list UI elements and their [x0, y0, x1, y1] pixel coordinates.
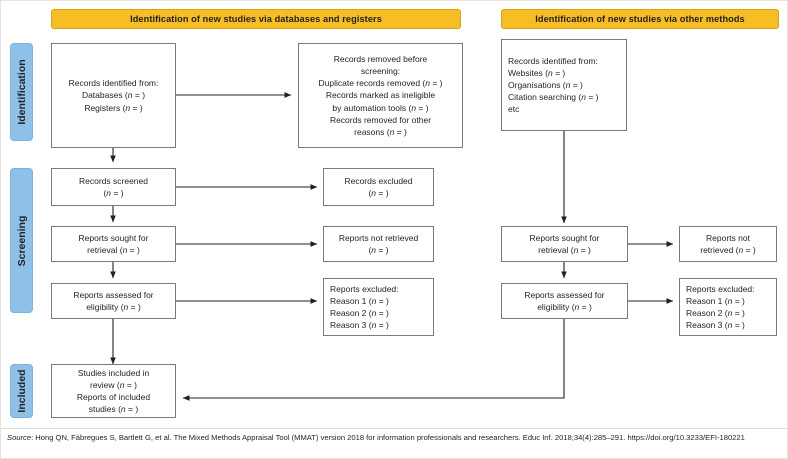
box-line: (n = )	[103, 188, 124, 198]
box-line: Records marked as ineligible	[325, 90, 436, 101]
box-line: Reason 3 (n = )	[330, 320, 389, 331]
box-other-reports-not-retrieved: Reports not retrieved (n = )	[679, 226, 777, 262]
box-line: Reason 2 (n = )	[686, 308, 745, 318]
stage-tab-screening: Screening	[10, 168, 33, 313]
box-line: Databases (n = )	[81, 90, 146, 101]
box-line: eligibility (n = )	[537, 302, 592, 312]
box-line: Organisations (n = )	[508, 79, 583, 90]
box-line: Reason 2 (n = )	[330, 308, 389, 318]
box-line: studies (n = )	[88, 404, 139, 415]
box-line: Reports not	[706, 232, 750, 243]
box-other-identified: Records identified from: Websites (n = )…	[501, 39, 627, 131]
box-line: (n = )	[368, 188, 389, 198]
box-line: Records identified from:	[68, 78, 159, 89]
stage-tab-included: Included	[10, 364, 33, 418]
source-label: Source	[7, 433, 32, 442]
stage-label-screening: Screening	[15, 215, 28, 266]
box-line: Reports excluded:	[330, 283, 399, 294]
box-other-reports-assessed: Reports assessed for eligibility (n = )	[501, 283, 628, 319]
box-other-reports-sought: Reports sought for retrieval (n = )	[501, 226, 628, 262]
box-line: review (n = )	[89, 379, 138, 390]
box-line: Reason 3 (n = )	[686, 320, 745, 331]
box-records-excluded: Records excluded (n = )	[323, 168, 434, 206]
box-line: Reports sought for	[529, 232, 600, 243]
box-line: eligibility (n = )	[86, 302, 141, 312]
box-line: etc	[508, 104, 520, 115]
box-line: Records removed for other	[329, 114, 432, 125]
box-line: by automation tools (n = )	[332, 102, 429, 113]
box-line: reasons (n = )	[354, 126, 407, 137]
box-line: Registers (n = )	[84, 102, 143, 113]
box-line: Reports assessed for	[73, 289, 154, 300]
box-reports-excluded: Reports excluded: Reason 1 (n = ) Reason…	[323, 278, 434, 336]
box-reports-sought: Reports sought for retrieval (n = )	[51, 226, 176, 262]
box-line: Records excluded	[344, 175, 413, 186]
box-line: retrieved (n = )	[700, 245, 756, 255]
box-line: Reason 1 (n = )	[330, 295, 389, 306]
box-line: Reports excluded:	[686, 283, 755, 294]
box-line: (n = )	[368, 245, 389, 255]
box-line: retrieval (n = )	[538, 245, 591, 255]
box-records-removed: Records removed before screening: Duplic…	[298, 43, 463, 148]
box-records-identified: Records identified from: Databases (n = …	[51, 43, 176, 148]
box-line: Reports sought for	[78, 232, 149, 243]
box-reports-assessed: Reports assessed for eligibility (n = )	[51, 283, 176, 319]
source-citation: Source: Hong QN, Fàbregues S, Bartlett G…	[7, 432, 785, 443]
box-line: Citation searching (n = )	[508, 92, 599, 103]
box-line: Duplicate records removed (n = )	[318, 78, 443, 89]
box-line: Reports not retrieved	[338, 232, 419, 243]
box-line: Studies included in	[77, 367, 150, 378]
stage-label-included: Included	[15, 369, 28, 413]
box-line: Records removed before	[333, 54, 428, 65]
box-line: Reports assessed for	[524, 289, 605, 300]
stage-tab-identification: Identification	[10, 43, 33, 141]
box-line: Records screened	[79, 175, 148, 186]
footer-divider	[1, 428, 787, 429]
box-other-reports-excluded: Reports excluded: Reason 1 (n = ) Reason…	[679, 278, 777, 336]
box-studies-included: Studies included in review (n = ) Report…	[51, 364, 176, 418]
box-line: retrieval (n = )	[87, 245, 140, 255]
stage-label-identification: Identification	[15, 59, 28, 125]
header-databases-registers: Identification of new studies via databa…	[51, 9, 461, 29]
box-records-screened: Records screened (n = )	[51, 168, 176, 206]
box-line: Reason 1 (n = )	[686, 295, 745, 306]
box-reports-not-retrieved: Reports not retrieved (n = )	[323, 226, 434, 262]
header-other-methods: Identification of new studies via other …	[501, 9, 779, 29]
source-text: : Hong QN, Fàbregues S, Bartlett G, et a…	[31, 433, 745, 442]
box-line: Reports of included	[76, 392, 151, 402]
box-line: Records identified from:	[508, 55, 598, 66]
box-line: Websites (n = )	[508, 67, 566, 78]
box-line: screening:	[360, 66, 401, 77]
